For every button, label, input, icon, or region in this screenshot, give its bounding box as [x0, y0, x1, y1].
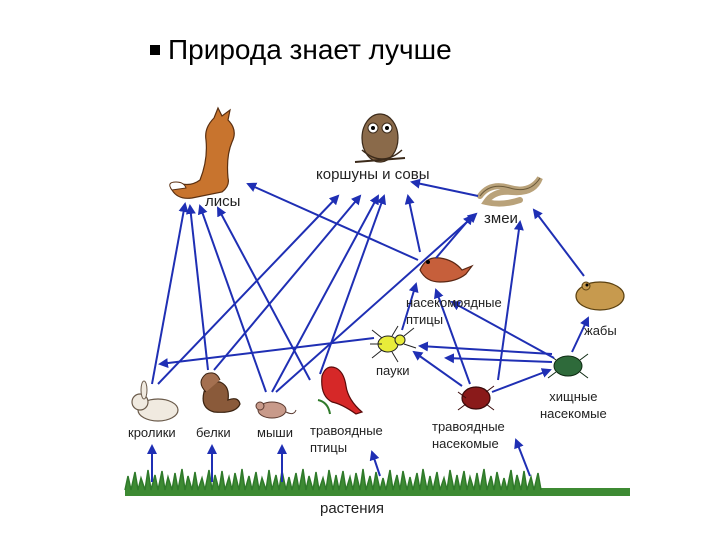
label-herbivorous-insects-line2: насекомые — [432, 436, 499, 451]
title-text: Природа знает лучше — [168, 34, 452, 65]
rabbit-icon — [131, 380, 179, 422]
arrow-spiders-foxes — [158, 337, 375, 368]
label-herbivorous-birds: травоядные птицы — [310, 422, 383, 456]
label-predatory-insects: хищные насекомые — [540, 388, 607, 422]
label-snakes: змеи — [484, 210, 518, 227]
arrow-hbirds-kites — [319, 194, 386, 375]
arrow-snakes-kites — [410, 178, 479, 197]
label-spiders: пауки — [376, 363, 410, 378]
label-herbivorous-insects-line1: травоядные — [432, 419, 505, 434]
insectivorous-bird-icon — [419, 257, 474, 283]
arrow-plants-hbirds — [369, 450, 381, 477]
arrow-ibirds-kites — [404, 194, 421, 253]
mouse-icon — [255, 401, 297, 419]
label-insectivorous-birds-line1: насекомоядные — [406, 295, 502, 310]
label-kites-owls: коршуны и совы — [316, 166, 430, 183]
herbivorous-bird-icon — [317, 366, 364, 415]
label-rabbits: кролики — [128, 425, 176, 440]
arrow-toads-snakes — [532, 208, 585, 277]
arrow-mice-kites — [271, 194, 379, 393]
label-toads: жабы — [584, 323, 617, 338]
label-herbivorous-birds-line2: птицы — [310, 440, 348, 455]
arrow-predins-ibirds — [450, 301, 555, 359]
arrow-mice-foxes — [197, 204, 267, 393]
label-predatory-insects-line1: хищные — [549, 389, 598, 404]
owl-icon — [354, 113, 406, 163]
arrow-plants-hinsects — [514, 438, 531, 477]
arrow-predins-toads — [571, 316, 590, 353]
label-mice: мыши — [257, 425, 293, 440]
fox-icon — [169, 106, 235, 199]
arrow-mice-snakes — [275, 212, 478, 393]
grass-illustration — [124, 468, 630, 496]
bullet-icon — [150, 44, 160, 55]
arrow-squirrels-foxes — [185, 204, 209, 371]
arrow-rabbits-kites — [157, 194, 340, 385]
arrow-hinsects-ibirds — [434, 288, 471, 385]
squirrel-icon — [200, 372, 241, 413]
arrow-predins-spiders — [418, 341, 553, 355]
arrow-birds-foxes — [246, 182, 419, 261]
arrow-hinsects-predins — [491, 368, 552, 393]
page-title: Природа знает лучше — [150, 34, 452, 66]
arrow-hinsects-snakes — [497, 220, 524, 381]
snake-icon — [477, 176, 543, 207]
arrow-hbirds-foxes — [217, 206, 311, 381]
label-foxes: лисы — [205, 193, 241, 210]
label-predatory-insects-line2: насекомые — [540, 406, 607, 421]
arrow-spiders-ibirds — [401, 282, 419, 331]
food-web-arrows — [147, 178, 590, 482]
arrow-ibirds-snakes — [435, 214, 474, 259]
spider-icon — [370, 325, 417, 363]
arrow-rabbits-foxes — [151, 202, 189, 385]
label-insectivorous-birds: насекомоядные птицы — [406, 294, 502, 328]
label-insectivorous-birds-line2: птицы — [406, 312, 444, 327]
toad-icon — [575, 281, 625, 311]
arrow-predins-herbins — [444, 353, 553, 364]
label-plants: растения — [320, 500, 385, 517]
arrow-hinsects-spiders — [412, 350, 463, 387]
herbivorous-insect-icon — [457, 385, 495, 411]
label-herbivorous-insects: травоядные насекомые — [432, 418, 505, 452]
label-herbivorous-birds-line1: травоядные — [310, 423, 383, 438]
label-squirrels: белки — [196, 425, 231, 440]
arrow-squirrels-kites — [213, 194, 362, 371]
